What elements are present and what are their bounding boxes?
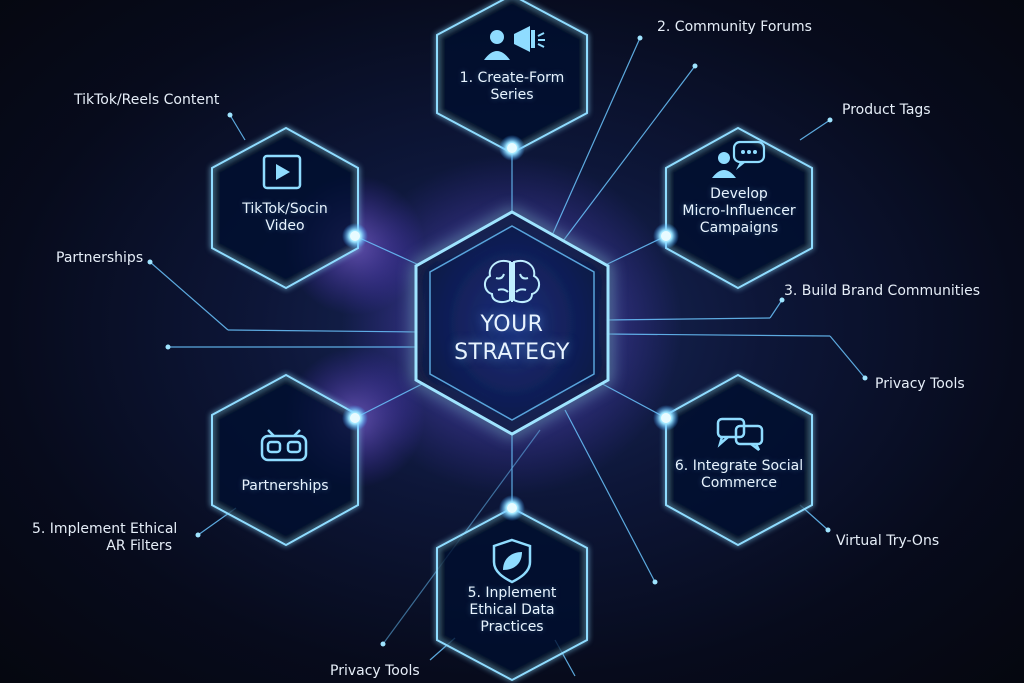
- center-title-line2: STRATEGY: [454, 340, 570, 365]
- annotation-privacy-tools-bottom: Privacy Tools: [330, 663, 420, 679]
- hex-bottom-label: 5. Inplement Ethical Data Practices: [467, 585, 557, 635]
- chat-bubbles-icon: [716, 417, 764, 451]
- hex-upper-left: [211, 126, 359, 290]
- hex-lower-right-label: 6. Integrate Social Commerce: [674, 458, 804, 491]
- hex-upper-right-label: Develop Micro-Influencer Campaigns: [682, 186, 796, 236]
- hex-upper-right: [665, 126, 813, 290]
- megaphone-user-icon: [484, 26, 545, 60]
- annotation-partnerships: Partnerships: [56, 250, 144, 266]
- annotation-virtual-tryons: Virtual Try-Ons: [836, 533, 940, 549]
- glow-nodes: [342, 135, 679, 521]
- annotation-product-tags: Product Tags: [842, 102, 931, 118]
- hex-bottom: [436, 506, 588, 682]
- brain-icon: [484, 260, 540, 303]
- user-chat-icon: [712, 140, 766, 178]
- hex-upper-left-label: TikTok/Socin Video: [242, 201, 328, 234]
- hex-top-label: 1. Create-Form Series: [459, 70, 565, 103]
- center-hex-inner: [429, 225, 595, 421]
- annotation-privacy-tools-right: Privacy Tools: [875, 376, 965, 392]
- vr-headset-icon: [260, 429, 308, 462]
- hex-lower-left-label: Partnerships: [241, 478, 329, 494]
- annotation-build-brand: 3. Build Brand Communities: [784, 283, 981, 299]
- center-title: YOUR STRATEGY: [412, 311, 612, 367]
- play-video-icon: [262, 154, 302, 190]
- annotation-tiktok-reels: TikTok/Reels Content: [74, 92, 220, 108]
- annotation-community-forums: 2. Community Forums: [657, 19, 812, 35]
- shield-leaf-icon: [492, 538, 532, 584]
- center-hex-outer: [414, 210, 610, 436]
- annotation-implement-ethical: 5. Implement Ethical AR Filters: [32, 521, 178, 554]
- endpoint-dots: [147, 35, 868, 647]
- center-title-line1: YOUR: [480, 312, 544, 337]
